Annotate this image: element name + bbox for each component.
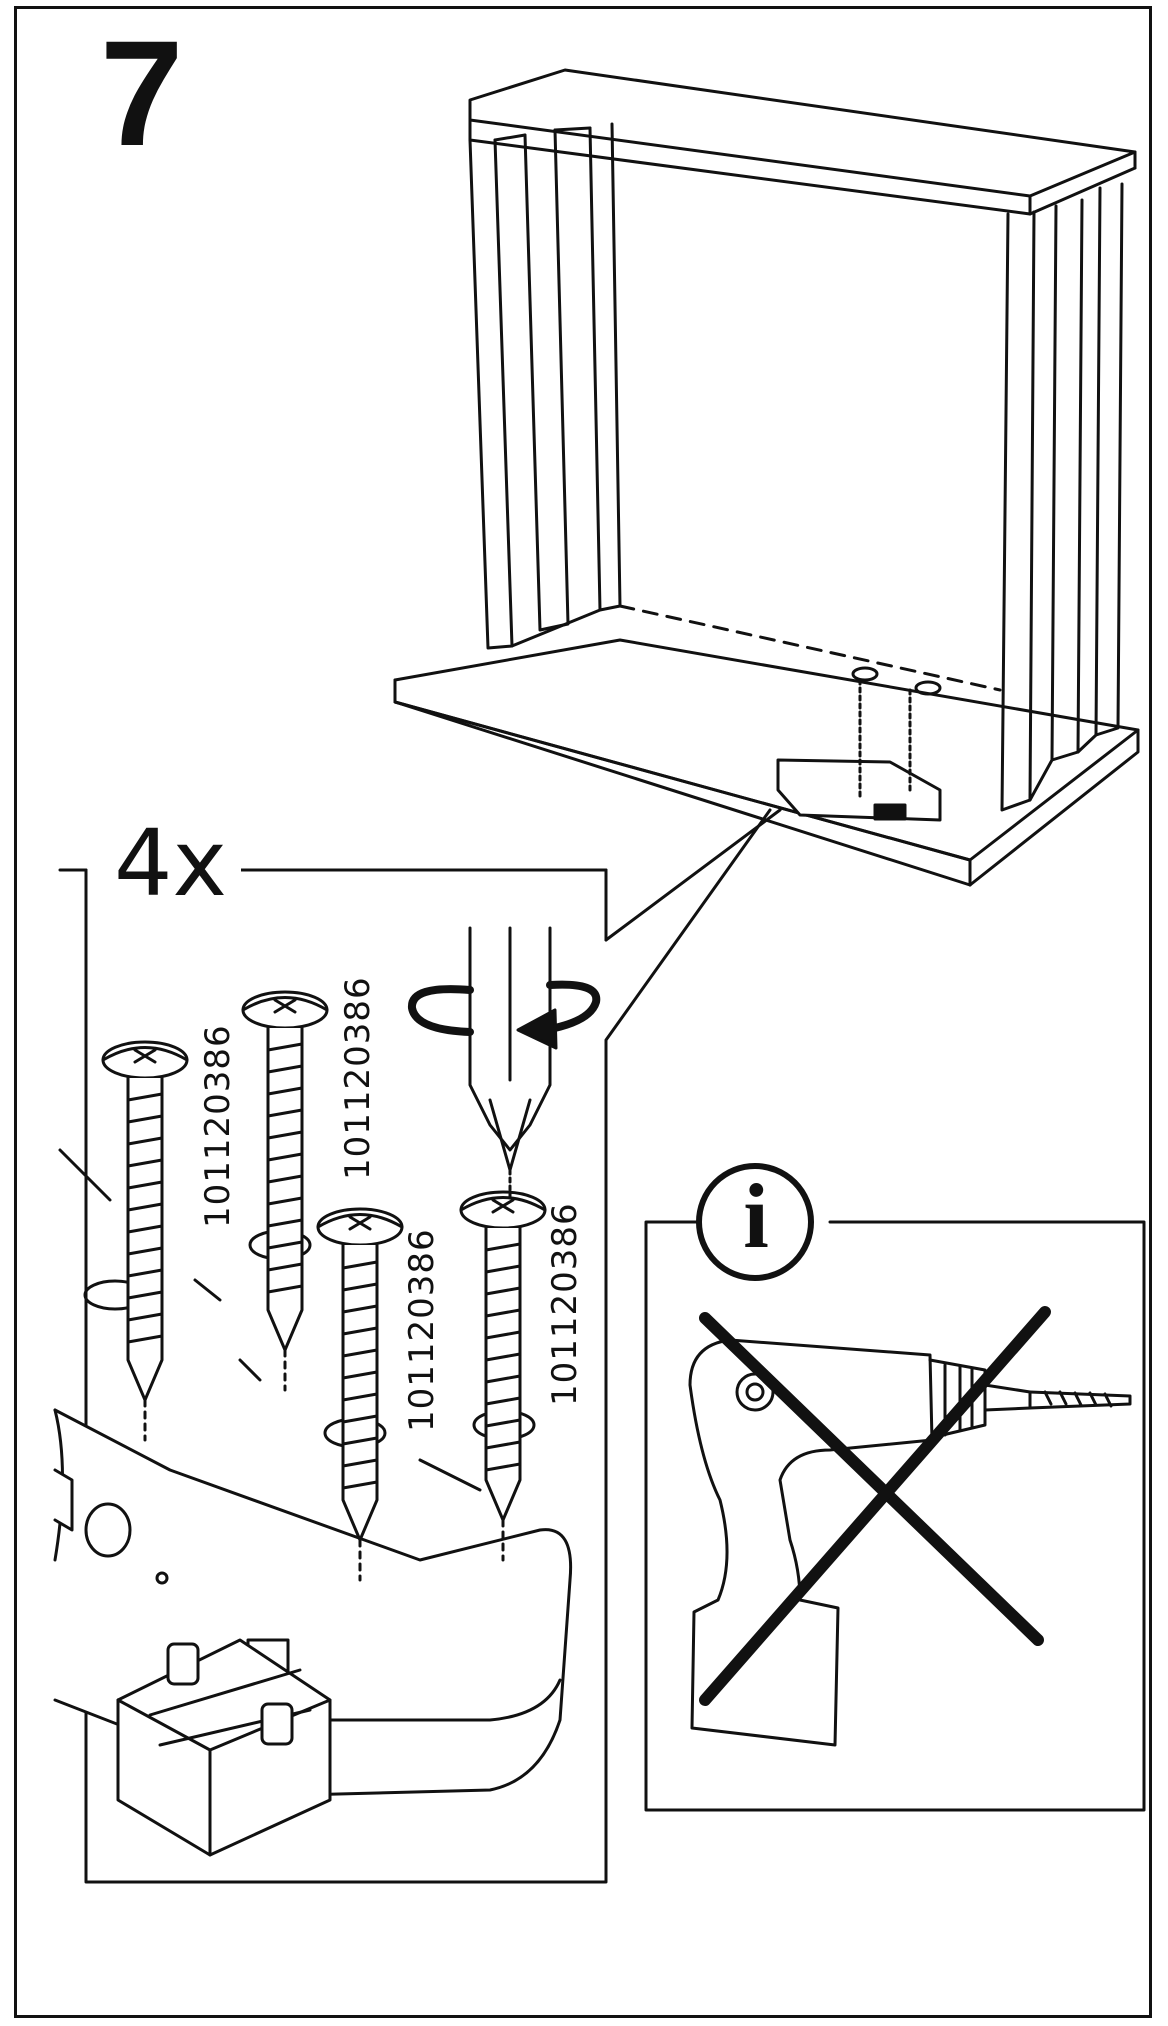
screw-part-number: 101120386 <box>198 1024 238 1228</box>
screw-3-illustration <box>316 1207 404 1582</box>
cabinet-frame-illustration <box>393 68 1140 887</box>
screw-part-number: 101120386 <box>338 976 378 1180</box>
page-frame <box>14 6 1152 2018</box>
screw-2-illustration <box>241 990 329 1392</box>
screw-part-number: 101120386 <box>545 1202 585 1406</box>
screw-part-number: 101120386 <box>402 1228 442 1432</box>
quantity-label: 4x <box>100 818 241 910</box>
info-notice-box <box>644 1220 1146 1812</box>
screw-4-illustration <box>459 1190 547 1562</box>
step-number: 7 <box>100 9 184 177</box>
screw-1-illustration <box>101 1040 189 1442</box>
info-icon <box>696 1163 814 1281</box>
power-drill-crossed-out-icon <box>688 1306 1132 1747</box>
screwdriver-illustration <box>468 926 552 1202</box>
rotate-clockwise-arrow-icon <box>408 980 601 1050</box>
info-badge-glyph: i <box>743 1165 769 1267</box>
